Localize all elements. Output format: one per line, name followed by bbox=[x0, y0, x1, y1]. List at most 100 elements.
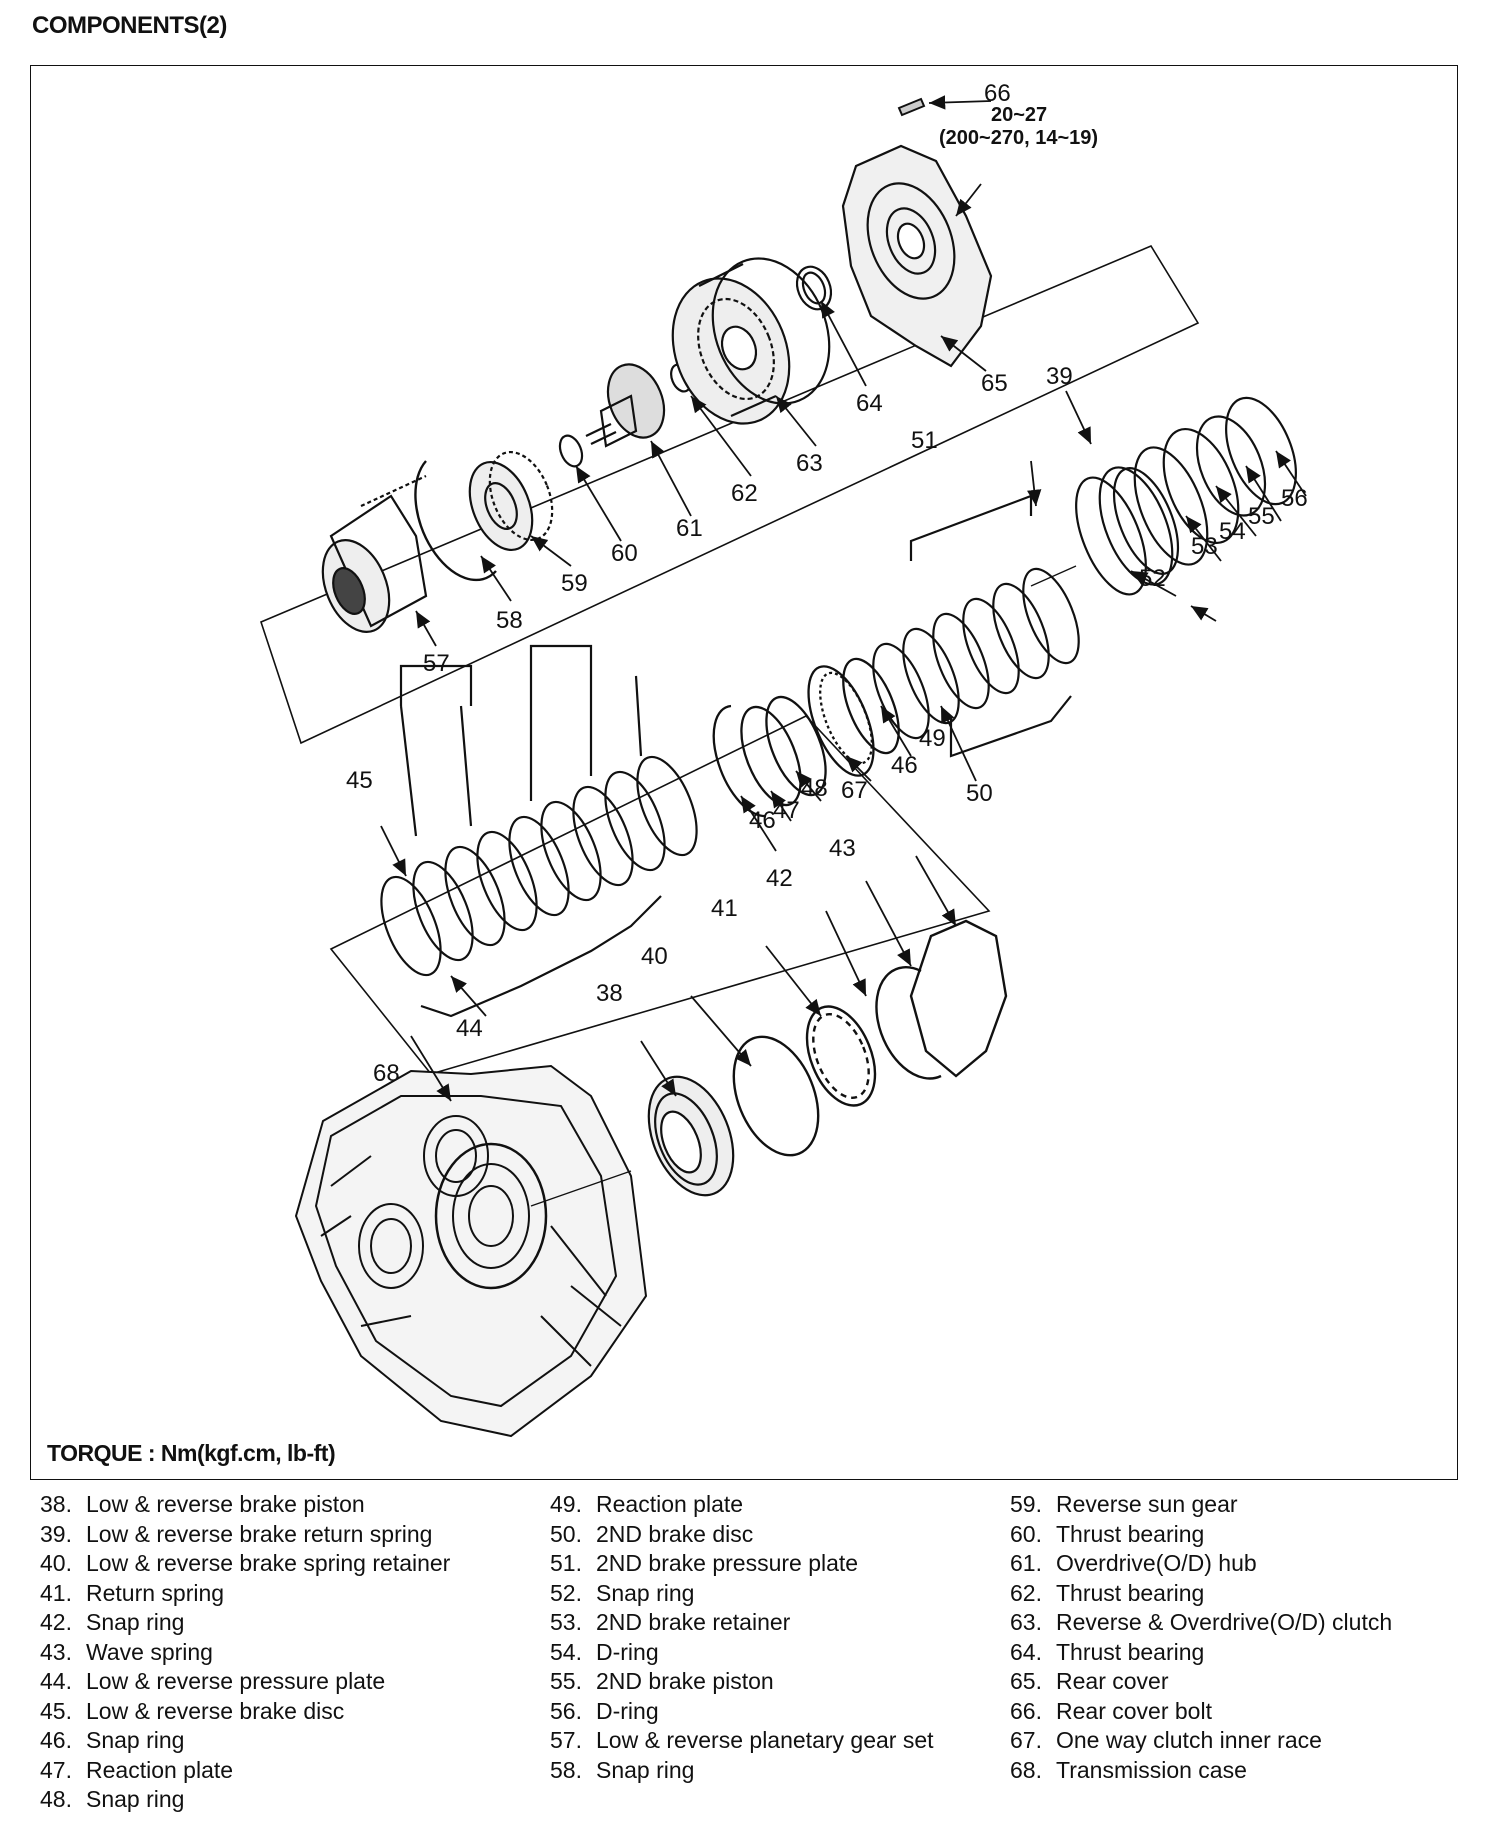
legend-item-number: 66. bbox=[1010, 1697, 1042, 1724]
legend-item-name: Snap ring bbox=[86, 1609, 185, 1635]
legend-item: 49.Reaction plate bbox=[550, 1490, 934, 1520]
callout-39: 39 bbox=[1046, 363, 1073, 390]
legend-item-name: Rear cover bbox=[1056, 1668, 1169, 1694]
legend-item-name: One way clutch inner race bbox=[1056, 1727, 1322, 1753]
callout-66: 66 bbox=[984, 80, 1011, 107]
legend-item: 61. Overdrive(O/D) hub bbox=[1010, 1549, 1392, 1579]
legend-item: 64. Thrust bearing bbox=[1010, 1638, 1392, 1668]
legend-item: 57. Low & reverse planetary gear set bbox=[550, 1726, 934, 1756]
callout-67: 67 bbox=[841, 777, 868, 804]
legend-item-number: 61. bbox=[1010, 1550, 1042, 1576]
callout-59: 59 bbox=[561, 570, 588, 597]
legend-item-name: Low & reverse brake piston bbox=[86, 1491, 365, 1517]
thrust-bearing-60 bbox=[558, 434, 584, 468]
leader-lines bbox=[380, 95, 1307, 1102]
legend-item-number: 58. bbox=[550, 1756, 582, 1783]
legend-item-name: Snap ring bbox=[596, 1756, 695, 1783]
legend-item-name: Thrust bearing bbox=[1056, 1520, 1205, 1547]
thrust-bearing-64 bbox=[795, 265, 833, 311]
legend-item-name: D-ring bbox=[596, 1638, 659, 1665]
legend-item-name: Overdrive(O/D) hub bbox=[1056, 1550, 1257, 1576]
legend-item-number: 52. bbox=[550, 1579, 582, 1606]
legend-item-name: Rear cover bolt bbox=[1056, 1697, 1212, 1724]
page-title: COMPONENTS(2) bbox=[32, 12, 227, 39]
legend-item-number: 56. bbox=[550, 1697, 582, 1724]
callout-43: 43 bbox=[829, 835, 856, 862]
callout-labels: 66 20~27 (200~270, 14~19) 65 64 63 62 61… bbox=[346, 80, 1308, 1087]
callout-55: 55 bbox=[1248, 503, 1275, 530]
callout-48: 48 bbox=[801, 775, 828, 802]
torque-spec-line1: 20~27 bbox=[991, 104, 1047, 126]
exploded-view-diagram: 66 20~27 (200~270, 14~19) 65 64 63 62 61… bbox=[260, 80, 1308, 1438]
legend-item-number: 40. bbox=[40, 1550, 72, 1576]
legend-item-name: Low & reverse brake return spring bbox=[86, 1520, 433, 1547]
legend-item: 38. Low & reverse brake piston bbox=[40, 1490, 450, 1520]
legend-item-number: 38. bbox=[40, 1491, 72, 1517]
brake-piston-group-52-56 bbox=[1030, 396, 1297, 596]
legend-item-name: Thrust bearing bbox=[1056, 1638, 1205, 1665]
callout-45: 45 bbox=[346, 767, 373, 794]
legend-item-name: Return spring bbox=[86, 1579, 225, 1606]
callout-40: 40 bbox=[641, 943, 668, 970]
callout-38: 38 bbox=[596, 980, 623, 1007]
legend-item-name: Reaction plate bbox=[86, 1756, 234, 1783]
legend-item: 39.Low & reverse brake return spring bbox=[40, 1520, 450, 1550]
brake-disc-stack-49-51 bbox=[872, 494, 1080, 758]
legend-item: 50.2ND brake disc bbox=[550, 1520, 934, 1550]
group-bracket-upper bbox=[260, 244, 1200, 745]
bolt-66 bbox=[897, 97, 926, 117]
callout-60: 60 bbox=[611, 540, 638, 567]
legend-item: 46.Snap ring bbox=[40, 1726, 450, 1756]
legend-item-number: 47. bbox=[40, 1756, 72, 1783]
legend-column-1: 38. Low & reverse brake piston 39.Low & re… bbox=[40, 1490, 450, 1815]
callout-53: 53 bbox=[1191, 533, 1218, 560]
legend-item: 58. Snap ring bbox=[550, 1756, 934, 1786]
legend-item: 68.Transmission case bbox=[1010, 1756, 1392, 1786]
od-hub-61 bbox=[585, 363, 666, 448]
legend-item: 44.Low & reverse pressure plate bbox=[40, 1667, 450, 1697]
legend-item: 54.D-ring bbox=[550, 1638, 934, 1668]
callout-54: 54 bbox=[1219, 518, 1246, 545]
legend-item-name: 2ND brake disc bbox=[596, 1520, 754, 1547]
legend-item: 52. Snap ring bbox=[550, 1579, 934, 1609]
parts-legend: 38. Low & reverse brake piston 39.Low & re… bbox=[40, 1490, 1480, 1820]
snap-ring-58 bbox=[414, 460, 497, 582]
callout-65: 65 bbox=[981, 370, 1008, 397]
legend-item: 55.2ND brake piston bbox=[550, 1667, 934, 1697]
callout-58: 58 bbox=[496, 607, 523, 634]
callout-49: 49 bbox=[919, 725, 946, 752]
legend-item: 43.Wave spring bbox=[40, 1638, 450, 1668]
callout-52: 52 bbox=[1139, 565, 1166, 592]
callout-46b: 46 bbox=[749, 807, 776, 834]
legend-item: 65.Rear cover bbox=[1010, 1667, 1392, 1697]
legend-item: 51.2ND brake pressure plate bbox=[550, 1549, 934, 1579]
legend-item: 45.Low & reverse brake disc bbox=[40, 1697, 450, 1727]
legend-item-number: 46. bbox=[40, 1727, 72, 1753]
legend-item-number: 45. bbox=[40, 1697, 72, 1724]
callout-44: 44 bbox=[456, 1015, 483, 1042]
callout-68: 68 bbox=[373, 1060, 400, 1087]
legend-item-number: 42. bbox=[40, 1609, 72, 1635]
legend-item-name: 2ND brake pressure plate bbox=[596, 1550, 859, 1576]
legend-item: 53.2ND brake retainer bbox=[550, 1608, 934, 1638]
diagram-frame: 66 20~27 (200~270, 14~19) 65 64 63 62 61… bbox=[30, 65, 1458, 1480]
callout-51: 51 bbox=[911, 427, 938, 454]
legend-item-name: Low & reverse pressure plate bbox=[86, 1668, 386, 1694]
legend-item-number: 41. bbox=[40, 1579, 72, 1606]
transmission-case bbox=[294, 1064, 648, 1438]
legend-item-number: 59. bbox=[1010, 1491, 1042, 1517]
callout-56: 56 bbox=[1281, 485, 1308, 512]
legend-item-name: Reverse & Overdrive(O/D) clutch bbox=[1056, 1609, 1393, 1635]
legend-item-name: Snap ring bbox=[596, 1579, 695, 1606]
legend-item-name: Low & reverse planetary gear set bbox=[596, 1727, 934, 1753]
torque-spec-line2: (200~270, 14~19) bbox=[939, 127, 1098, 149]
legend-item-number: 64. bbox=[1010, 1638, 1042, 1665]
legend-item-number: 48. bbox=[40, 1786, 72, 1812]
legend-item-number: 57. bbox=[550, 1727, 582, 1753]
legend-item-name: Thrust bearing bbox=[1056, 1579, 1205, 1606]
legend-item-number: 53. bbox=[550, 1609, 582, 1635]
legend-item: 62.Thrust bearing bbox=[1010, 1579, 1392, 1609]
callout-46a: 46 bbox=[891, 752, 918, 779]
